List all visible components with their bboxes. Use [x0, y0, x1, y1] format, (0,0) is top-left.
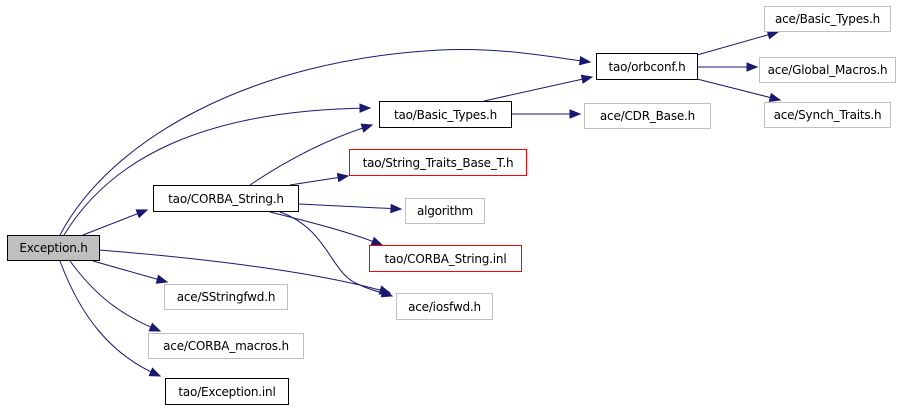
node-label: ace/SStringfwd.h: [176, 290, 276, 304]
edge-exception_h-to-tao_orbconf_h: [59, 48, 592, 236]
arrowhead-icon: [148, 322, 162, 332]
node-label: tao/Basic_Types.h: [393, 107, 498, 122]
node-ace-global-macros-h[interactable]: ace/Global_Macros.h: [759, 57, 896, 83]
arrowhead-icon: [578, 55, 592, 66]
arrowhead-icon: [569, 109, 582, 119]
arrowhead-icon: [370, 236, 384, 246]
node-ace-basic-types-h[interactable]: ace/Basic_Types.h: [764, 6, 891, 32]
edge-exception_h-to-tao_basic_types_h: [63, 103, 372, 236]
edge-tao_orbconf_h-to-ace_synch_traits_h: [696, 78, 782, 103]
node-ace-synch-traits-h[interactable]: ace/Synch_Traits.h: [764, 102, 891, 128]
arrowhead-icon: [148, 367, 162, 377]
edge-line: [279, 211, 393, 297]
edge-tao_basic_types_h-to-tao_orbconf_h: [483, 74, 594, 102]
edge-exception_h-to-tao_corba_string_h: [82, 209, 149, 236]
node-label: tao/orbconf.h: [608, 59, 686, 74]
edge-exception_h-to-ace_sstringfwd_h: [92, 260, 169, 284]
arrowhead-icon: [580, 74, 594, 84]
edge-tao_orbconf_h-to-ace_global_macros_h: [698, 62, 759, 72]
edge-line: [696, 31, 779, 56]
edge-tao_corba_string_h-to-algorithm: [298, 203, 403, 214]
edge-line: [298, 203, 402, 210]
arrowhead-icon: [768, 92, 782, 103]
node-label: tao/CORBA_String.inl: [384, 251, 507, 266]
edge-line: [82, 209, 148, 236]
node-tao-basic-types-h[interactable]: tao/Basic_Types.h: [379, 101, 512, 128]
node-tao-corba-string-inl[interactable]: tao/CORBA_String.inl: [369, 245, 522, 272]
edge-line: [63, 107, 371, 236]
edge-line: [92, 260, 168, 283]
node-ace-iosfwd-h[interactable]: ace/iosfwd.h: [396, 293, 493, 320]
edge-tao_basic_types_h-to-ace_cdr_base_h: [512, 109, 582, 119]
edge-line: [483, 76, 593, 102]
edge-line: [696, 78, 781, 101]
edge-exception_h-to-ace_corba_macros_h: [69, 260, 162, 332]
node-label: tao/CORBA_String.h: [168, 191, 284, 206]
arrowhead-icon: [359, 103, 372, 113]
edge-tao_corba_string_h-to-tao_string_traits_base_t_h: [289, 172, 350, 186]
node-tao-corba-string-h[interactable]: tao/CORBA_String.h: [153, 185, 299, 212]
node-ace-corba-macros-h[interactable]: ace/CORBA_macros.h: [148, 333, 304, 359]
node-label: ace/CDR_Base.h: [599, 109, 696, 123]
arrowhead-icon: [766, 30, 780, 40]
node-algorithm[interactable]: algorithm: [405, 198, 485, 224]
node-label: algorithm: [416, 204, 474, 218]
node-exception-h[interactable]: Exception.h: [7, 235, 100, 261]
edge-line: [59, 48, 591, 236]
node-label: ace/iosfwd.h: [408, 299, 481, 314]
edge-line: [69, 260, 161, 332]
arrowhead-icon: [155, 274, 169, 284]
edge-line: [249, 124, 373, 186]
node-tao-orbconf-h[interactable]: tao/orbconf.h: [596, 53, 698, 80]
edge-tao_corba_string_h-to-tao_basic_types_h: [249, 123, 374, 186]
node-label: ace/Global_Macros.h: [767, 63, 888, 77]
node-label: tao/Exception.inl: [178, 384, 276, 399]
edge-tao_orbconf_h-to-ace_basic_types_h: [696, 30, 780, 56]
node-label: ace/Basic_Types.h: [775, 12, 880, 26]
edge-tao_corba_string_h-to-tao_corba_string_inl: [269, 211, 384, 246]
node-label: ace/Synch_Traits.h: [773, 108, 882, 122]
edge-line: [269, 211, 383, 246]
node-tao-string-traits-base-t-h[interactable]: tao/String_Traits_Base_T.h: [349, 149, 527, 176]
node-label: ace/CORBA_macros.h: [163, 339, 289, 353]
node-ace-sstringfwd-h[interactable]: ace/SStringfwd.h: [164, 284, 288, 310]
node-tao-exception-inl[interactable]: tao/Exception.inl: [165, 378, 289, 405]
edge-line: [59, 260, 161, 377]
arrowhead-icon: [746, 62, 759, 72]
arrowhead-icon: [380, 288, 394, 298]
node-ace-cdr-base-h[interactable]: ace/CDR_Base.h: [584, 103, 711, 129]
edge-exception_h-to-tao_exception_inl: [59, 260, 162, 377]
arrowhead-icon: [390, 203, 403, 214]
arrowhead-icon: [360, 123, 374, 133]
edge-tao_corba_string_h-to-ace_iosfwd_h: [279, 211, 394, 298]
node-label: tao/String_Traits_Base_T.h: [362, 155, 514, 170]
node-label: Exception.h: [19, 241, 88, 255]
arrowhead-icon: [135, 209, 149, 219]
arrowhead-icon: [336, 172, 350, 183]
